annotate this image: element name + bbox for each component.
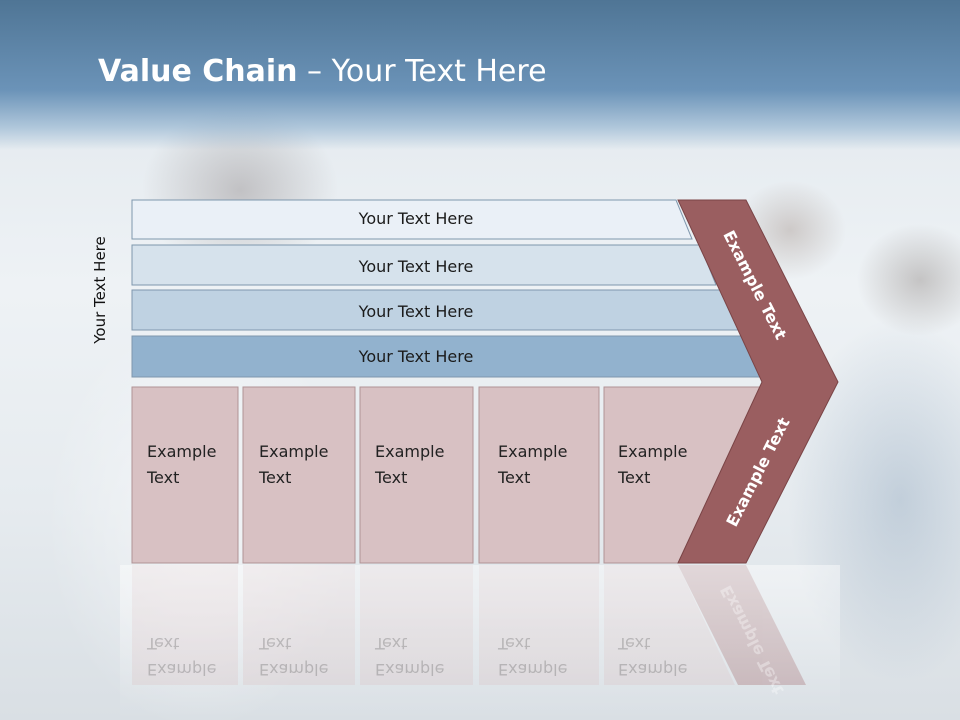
row-label-2: Your Text Here: [358, 257, 474, 276]
reflection-text-4: Example Text: [498, 630, 598, 682]
activity-text-2: Example Text: [259, 439, 359, 491]
activity-text-2-line1: Example: [259, 442, 329, 461]
activity-text-5-line1: Example: [618, 442, 688, 461]
chevron-arrow: [677, 199, 839, 564]
reflection-text-4-line2: Text: [498, 634, 531, 653]
activity-box-3: [359, 386, 474, 564]
activity-text-5-line2: Text: [618, 468, 651, 487]
reflection-text-3-line1: Example: [375, 660, 445, 679]
activity-text-1: Example Text: [147, 439, 247, 491]
activity-box-1: [131, 386, 239, 564]
reflection-text-1-line2: Text: [147, 634, 180, 653]
activity-text-4: Example Text: [498, 439, 598, 491]
reflection-text-2: Example Text: [259, 630, 359, 682]
row-label-4: Your Text Here: [358, 347, 474, 366]
reflection-text-3: Example Text: [375, 630, 475, 682]
reflection-text-3-line2: Text: [375, 634, 408, 653]
title-bold: Value Chain: [98, 54, 298, 89]
slide-title: Value Chain – Your Text Here: [98, 54, 547, 89]
activity-text-3: Example Text: [375, 439, 475, 491]
activity-text-1-line1: Example: [147, 442, 217, 461]
reflection-text-2-line2: Text: [259, 634, 292, 653]
title-bar: [0, 0, 960, 150]
row-band-2: [131, 244, 717, 286]
activity-text-5: Example Text: [618, 439, 718, 491]
activity-text-3-line1: Example: [375, 442, 445, 461]
reflection-text-1-line1: Example: [147, 660, 217, 679]
activity-text-3-line2: Text: [375, 468, 408, 487]
activity-text-2-line2: Text: [259, 468, 292, 487]
activity-text-1-line2: Text: [147, 468, 180, 487]
reflection-fade: [120, 565, 840, 720]
title-rest: – Your Text Here: [297, 54, 547, 89]
row-label-1: Your Text Here: [358, 209, 474, 228]
activity-box-4: [478, 386, 600, 564]
row-label-3: Your Text Here: [358, 302, 474, 321]
activity-text-4-line2: Text: [498, 468, 531, 487]
activity-text-4-line1: Example: [498, 442, 568, 461]
reflection-text-4-line1: Example: [498, 660, 568, 679]
row-band-1: [131, 199, 693, 240]
activity-box-2: [242, 386, 356, 564]
reflection-text-2-line1: Example: [259, 660, 329, 679]
reflection-text-5-line2: Text: [618, 634, 651, 653]
reflection-text-1: Example Text: [147, 630, 247, 682]
reflection-text-5: Example Text: [618, 630, 718, 682]
reflection-text-5-line1: Example: [618, 660, 688, 679]
